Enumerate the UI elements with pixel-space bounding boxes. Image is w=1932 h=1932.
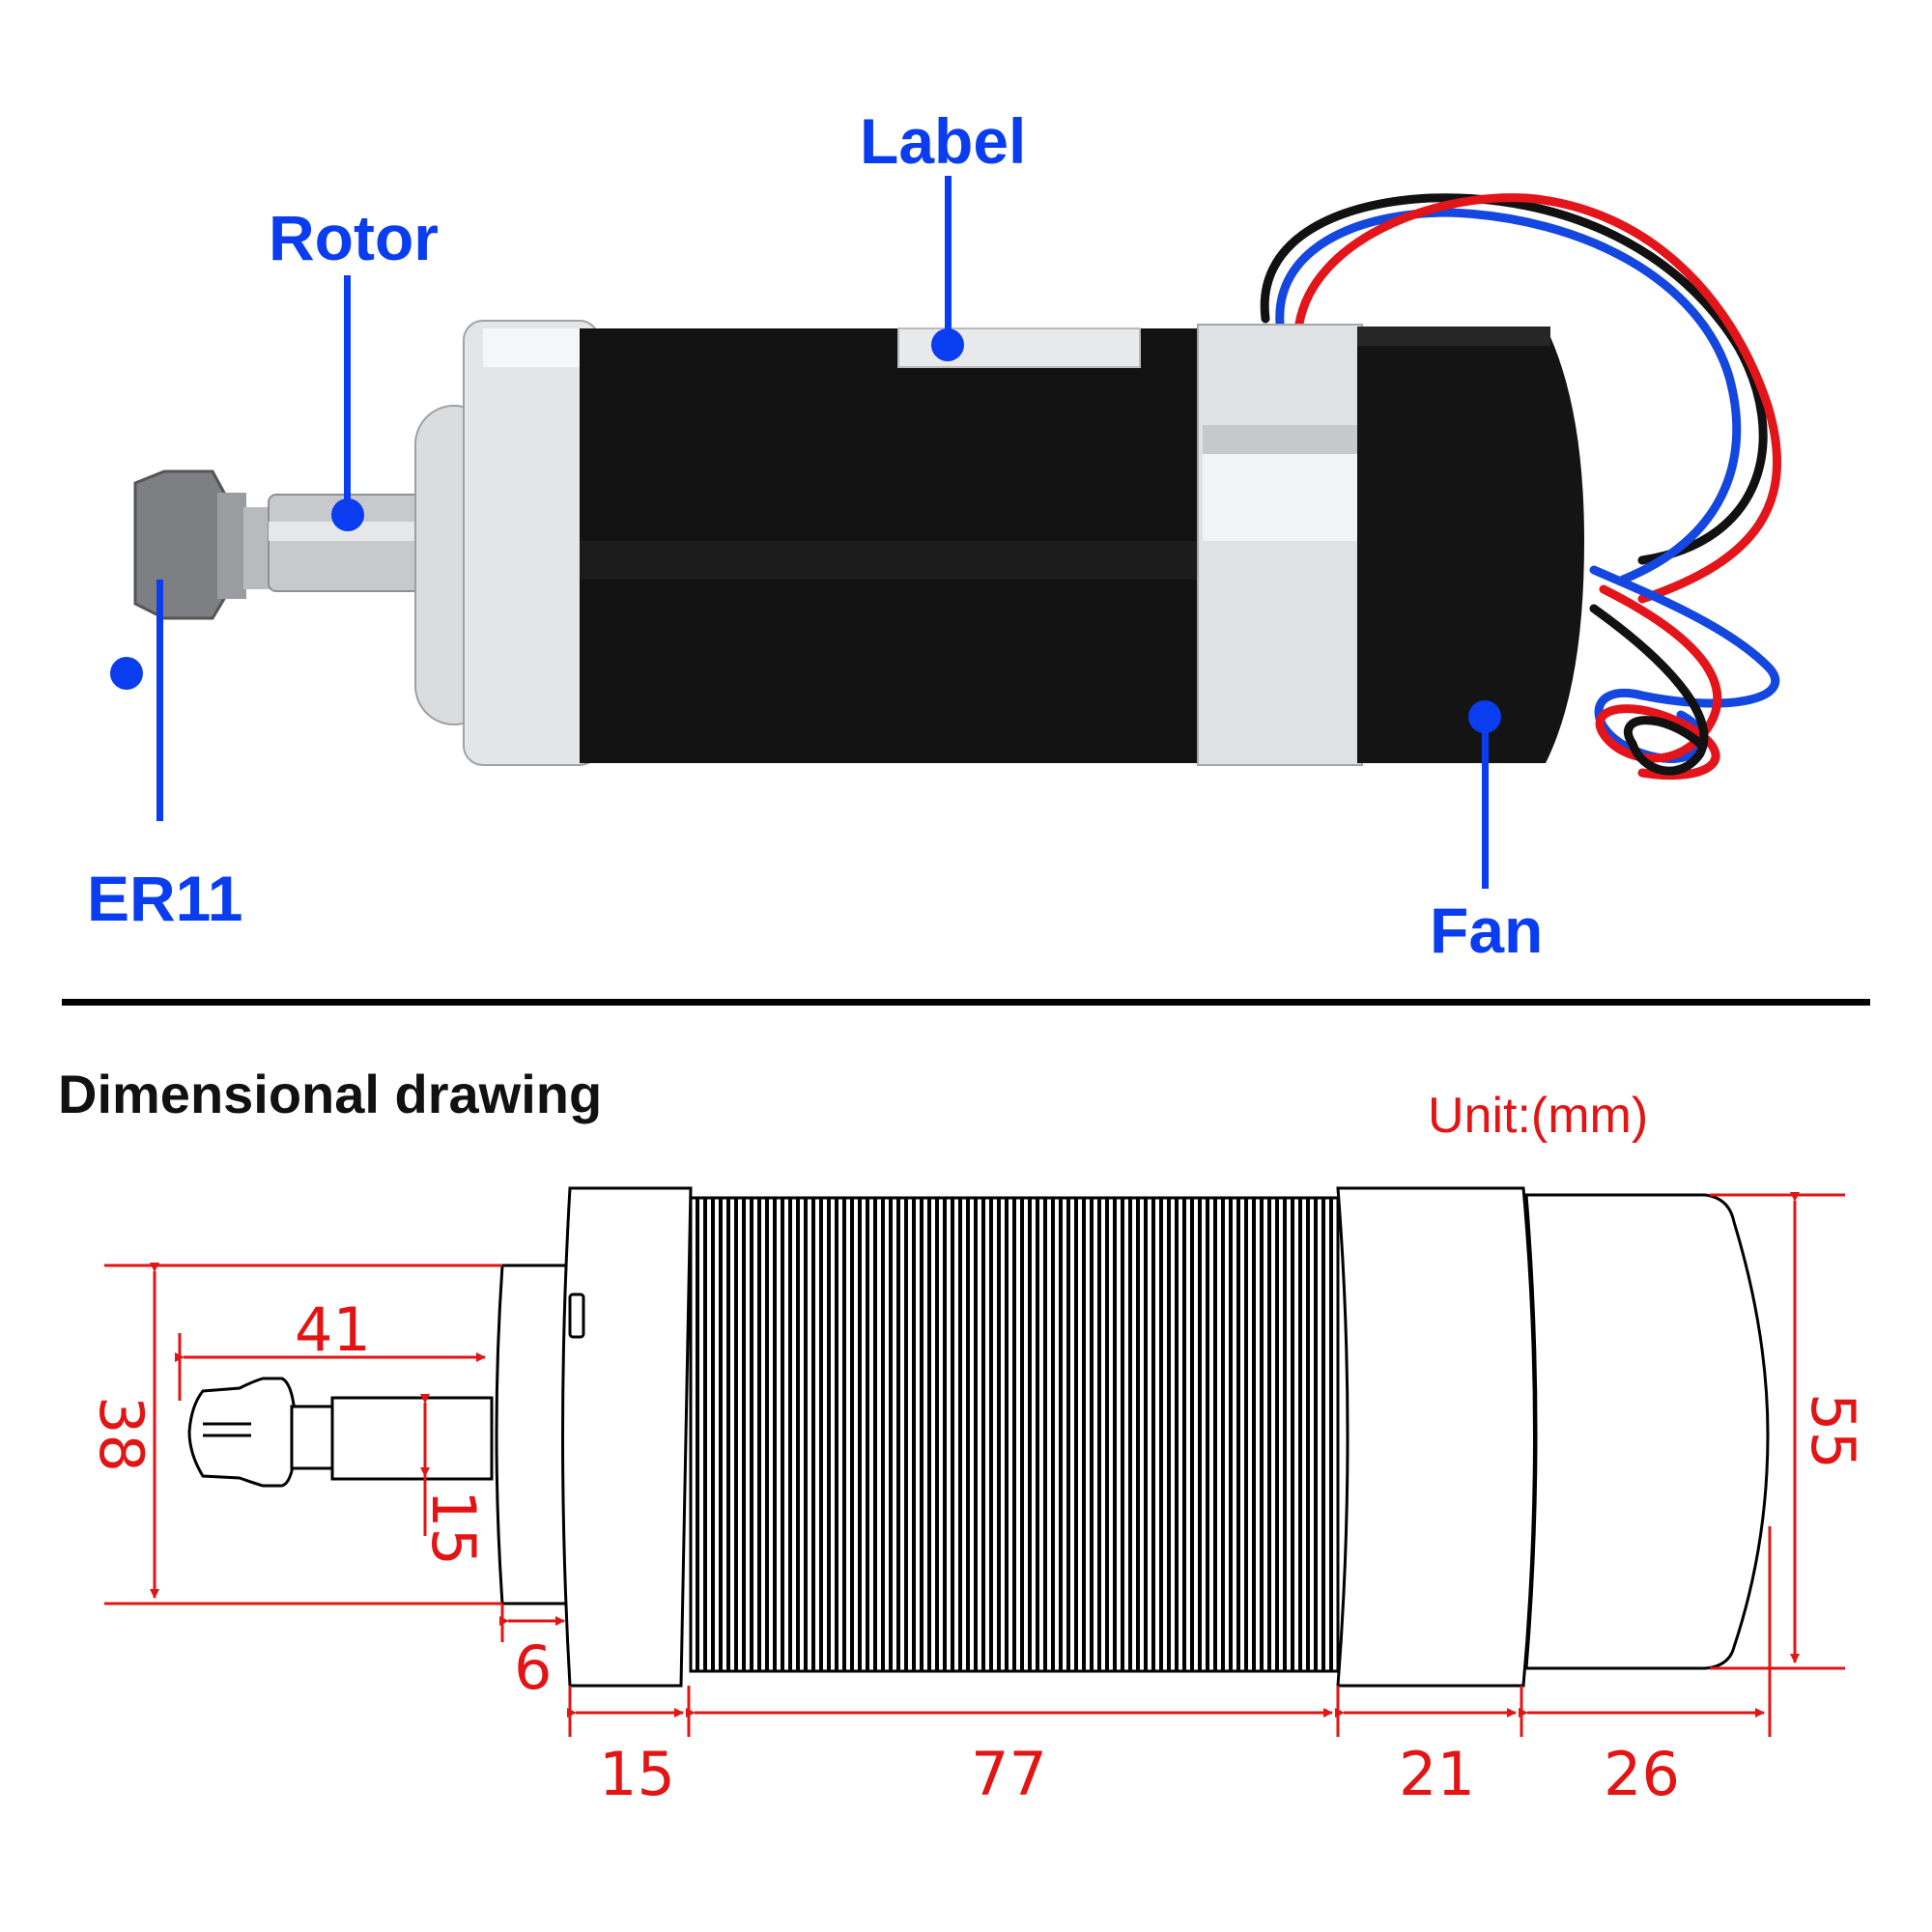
leader-line-fan xyxy=(1482,720,1489,889)
dim-front-cap-15: 15 xyxy=(599,1739,675,1809)
leader-line-rotor xyxy=(344,275,351,512)
marker-dot-rotor xyxy=(331,498,364,531)
dim-flange-step-6: 6 xyxy=(514,1633,553,1703)
dim-fan-26: 26 xyxy=(1604,1739,1680,1809)
drawing-title: Dimensional drawing xyxy=(58,1064,603,1124)
callout-rotor: Rotor xyxy=(269,202,439,273)
section-divider xyxy=(62,999,1870,1006)
dim-body-diameter-55: 55 xyxy=(1797,1393,1868,1469)
dim-flange-diameter-38: 38 xyxy=(85,1396,156,1472)
leader-line-label xyxy=(945,176,952,345)
marker-dot-er11 xyxy=(110,657,143,690)
callout-er11: ER11 xyxy=(87,863,243,934)
callout-label: Label xyxy=(860,105,1027,177)
callout-fan: Fan xyxy=(1430,895,1544,966)
spindle-motor-photo xyxy=(133,193,1782,781)
unit-label: Unit:(mm) xyxy=(1428,1088,1649,1144)
dim-collet-to-flange-41: 41 xyxy=(295,1294,371,1365)
marker-dot-label xyxy=(931,328,964,361)
dim-shaft-diameter-15: 15 xyxy=(417,1490,489,1566)
dim-body-77: 77 xyxy=(971,1739,1047,1809)
leader-line-er11 xyxy=(156,580,163,821)
dim-rear-ring-21: 21 xyxy=(1399,1739,1475,1809)
